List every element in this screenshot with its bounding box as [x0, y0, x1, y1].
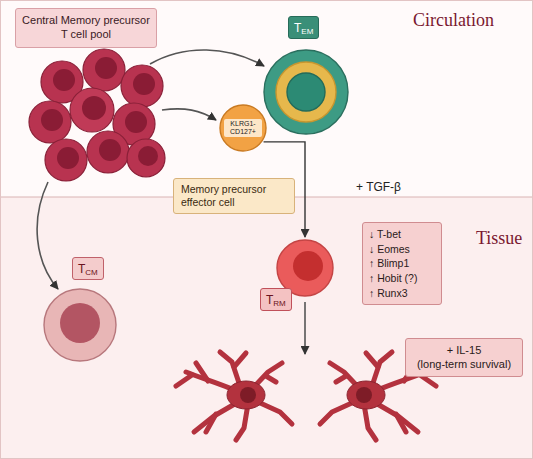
cell: [45, 139, 87, 181]
arrow: [304, 302, 306, 354]
cell-nucleus: [138, 146, 158, 166]
cell-nucleus: [60, 303, 100, 343]
cell-nucleus: [57, 147, 79, 169]
signal-label: + TGF-β: [356, 180, 401, 194]
cell: [121, 65, 163, 107]
cell-label: KLRG1- CD127+: [224, 119, 262, 137]
circulation-region: [0, 0, 533, 197]
process-box: ↓ T-bet↓ Eomes↑ Blimp1↑ Hobit (?)↑ Runx3: [362, 222, 442, 305]
cell: [70, 88, 114, 132]
text-line: ↓ Eomes: [369, 242, 435, 257]
cell-nucleus: [125, 111, 147, 133]
cell-ring: [276, 62, 336, 122]
process-box: Memory precursor effector cell: [173, 178, 295, 214]
cell-outer: [220, 105, 266, 151]
cell-nucleus: [53, 69, 75, 91]
text-line: ↑ Blimp1: [369, 256, 435, 271]
cell-nucleus: [287, 73, 325, 111]
memory-cell: KLRG1- CD127+: [219, 104, 267, 152]
cell-nucleus: [82, 96, 106, 120]
text-line: Memory precursor effector cell: [181, 183, 287, 209]
arrow: [150, 50, 264, 66]
cell: [127, 139, 165, 177]
text-line: ↑ Hobit (?): [369, 271, 435, 286]
cell-subscript: RM: [273, 299, 285, 308]
cell-subscript: CM: [85, 268, 97, 277]
cell-label: TEM: [288, 16, 319, 39]
cell: [87, 131, 129, 173]
dendritic-cell: [176, 352, 292, 440]
cell-shape: [42, 287, 118, 363]
process-box: Central Memory precursor T cell pool: [15, 8, 157, 48]
cell-name: T: [294, 21, 301, 35]
text-line: Central Memory precursor T cell pool: [22, 14, 150, 42]
cell-label: TRM: [260, 288, 292, 311]
cell-nucleus: [99, 139, 121, 161]
text-line: KLRG1- CD127+: [225, 120, 261, 136]
region-title: Tissue: [476, 228, 522, 249]
text-line: ↓ T-bet: [369, 227, 435, 242]
memory-cell: TCM: [42, 287, 118, 363]
cell-shape: [262, 48, 350, 136]
cell-label: TCM: [72, 257, 104, 280]
memory-cell: TRM: [275, 238, 335, 298]
cell-nucleus: [95, 57, 117, 79]
text-line: ↑ Runx3: [369, 286, 435, 301]
cell-outer: [264, 50, 348, 134]
memory-cell: TEM: [262, 48, 350, 136]
cell-name: T: [266, 293, 273, 307]
tissue-region: [0, 197, 533, 459]
cell-outer: [44, 289, 116, 361]
region-title: Circulation: [413, 10, 494, 31]
cell-nucleus: [41, 109, 63, 131]
arrow: [162, 109, 216, 120]
cell-nucleus: [293, 251, 323, 281]
text-line: + IL-15: [411, 343, 517, 357]
arrow: [37, 182, 58, 289]
text-line: (long-term survival): [411, 357, 517, 371]
process-box: + IL-15(long-term survival): [405, 338, 523, 377]
cell: [83, 49, 125, 91]
cell-subscript: EM: [301, 27, 313, 36]
cell-name: T: [78, 262, 85, 276]
cell-nucleus: [133, 73, 155, 95]
cell: [29, 101, 71, 143]
